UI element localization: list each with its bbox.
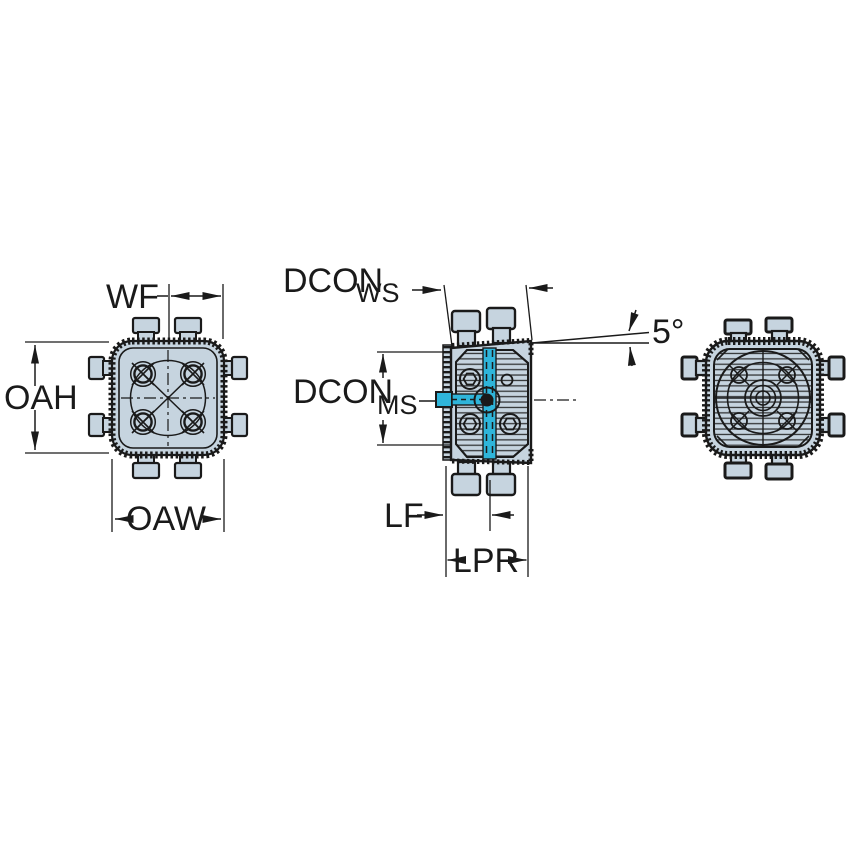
- dcon-ws-label: DCON: [283, 262, 383, 300]
- side-view-clamp-screws: [450, 306, 517, 497]
- dimension-wf: WF: [106, 278, 224, 339]
- side-view-pin: [435, 391, 453, 408]
- dcon-ws-subscript: WS: [356, 278, 400, 308]
- dimension-oah: OAH: [4, 341, 109, 454]
- lf-label: LF: [384, 497, 424, 535]
- back-view-screw-holes: [728, 364, 798, 432]
- center-bore: [480, 393, 494, 407]
- side-view: DCON WS 5° DCON MS LF: [283, 262, 685, 580]
- dimension-oaw: OAW: [111, 459, 225, 538]
- dimension-lf: LF: [384, 480, 514, 535]
- dimension-lpr: LPR: [445, 466, 529, 580]
- front-view-face-screws: [129, 360, 207, 436]
- wf-label: WF: [106, 278, 159, 316]
- dcon-ms-subscript: MS: [377, 390, 418, 420]
- back-view: [680, 316, 846, 481]
- front-view-side-screws: [87, 316, 249, 480]
- oaw-label: OAW: [126, 500, 206, 538]
- side-view-face-screws: [459, 368, 521, 435]
- dimension-dcon-ms: DCON MS: [293, 351, 450, 446]
- angle-label: 5°: [652, 313, 685, 351]
- side-view-highlight-slot: [435, 347, 497, 460]
- lpr-label: LPR: [453, 542, 519, 580]
- front-view-body: [108, 337, 228, 459]
- dimension-angle: 5°: [531, 309, 685, 367]
- dimension-dcon-ws: DCON WS: [283, 262, 553, 347]
- dcon-ms-label: DCON: [293, 373, 393, 411]
- back-view-coupling-circles: [715, 350, 811, 446]
- front-view: WF OAH OAW: [4, 278, 249, 538]
- oah-label: OAH: [4, 379, 78, 417]
